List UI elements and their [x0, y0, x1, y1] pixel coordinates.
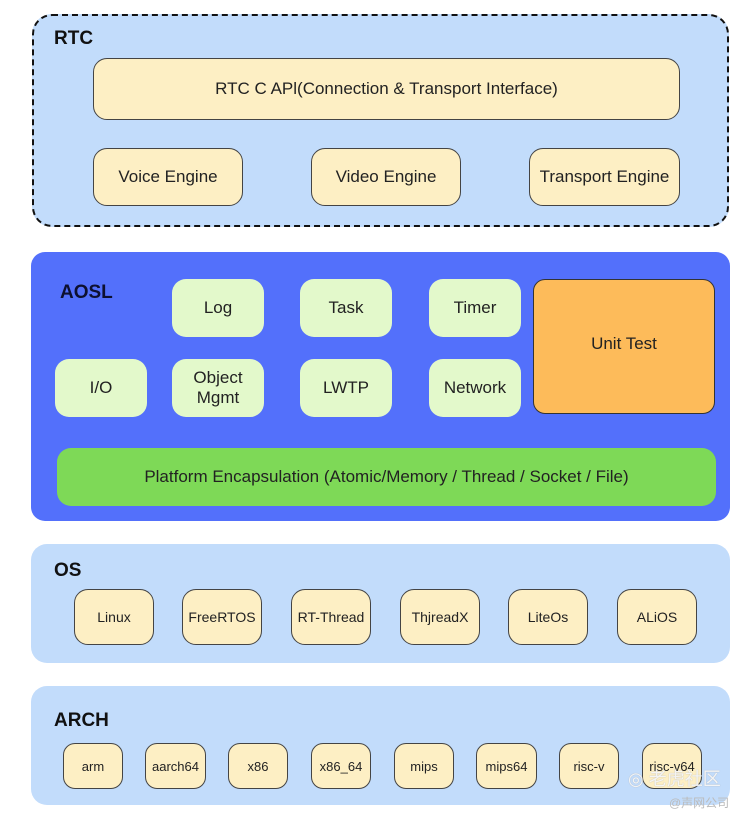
io-module: I/O: [55, 359, 147, 417]
lwtp-module: LWTP: [300, 359, 392, 417]
os-item-threadx: ThjreadX: [400, 589, 480, 645]
rtc-title: RTC: [54, 28, 94, 49]
watermark-logo-text: ◎ 老虎社区: [628, 765, 721, 791]
unit-test-box: Unit Test: [533, 279, 715, 414]
task-module: Task: [300, 279, 392, 337]
arch-layer: [31, 686, 730, 805]
arch-item-mips64: mips64: [476, 743, 537, 789]
aosl-title: AOSL: [60, 282, 113, 303]
transport-engine-box: Transport Engine: [529, 148, 680, 206]
watermark-icon: ◎: [628, 769, 644, 789]
timer-module: Timer: [429, 279, 521, 337]
arch-item-x86-64: x86_64: [311, 743, 371, 789]
os-item-linux: Linux: [74, 589, 154, 645]
log-module: Log: [172, 279, 264, 337]
os-title: OS: [54, 560, 82, 581]
os-item-rt-thread: RT-Thread: [291, 589, 371, 645]
arch-item-x86: x86: [228, 743, 288, 789]
voice-engine-box: Voice Engine: [93, 148, 243, 206]
arch-title: ARCH: [54, 710, 109, 731]
object-mgmt-module: Object Mgmt: [172, 359, 264, 417]
os-item-alios: ALiOS: [617, 589, 697, 645]
rtc-c-api-box: RTC C APl(Connection & Transport Interfa…: [93, 58, 680, 120]
os-item-liteos: LiteOs: [508, 589, 588, 645]
arch-item-risc-v64: risc-v64: [642, 743, 702, 789]
arch-item-risc-v: risc-v: [559, 743, 619, 789]
os-item-freertos: FreeRTOS: [182, 589, 262, 645]
arch-item-aarch64: aarch64: [145, 743, 206, 789]
watermark-main: 老虎社区: [648, 769, 721, 789]
arch-item-mips: mips: [394, 743, 454, 789]
watermark-sub: @声网公司: [669, 796, 730, 810]
platform-encapsulation-box: Platform Encapsulation (Atomic/Memory / …: [57, 448, 716, 506]
arch-item-arm: arm: [63, 743, 123, 789]
video-engine-box: Video Engine: [311, 148, 461, 206]
network-module: Network: [429, 359, 521, 417]
